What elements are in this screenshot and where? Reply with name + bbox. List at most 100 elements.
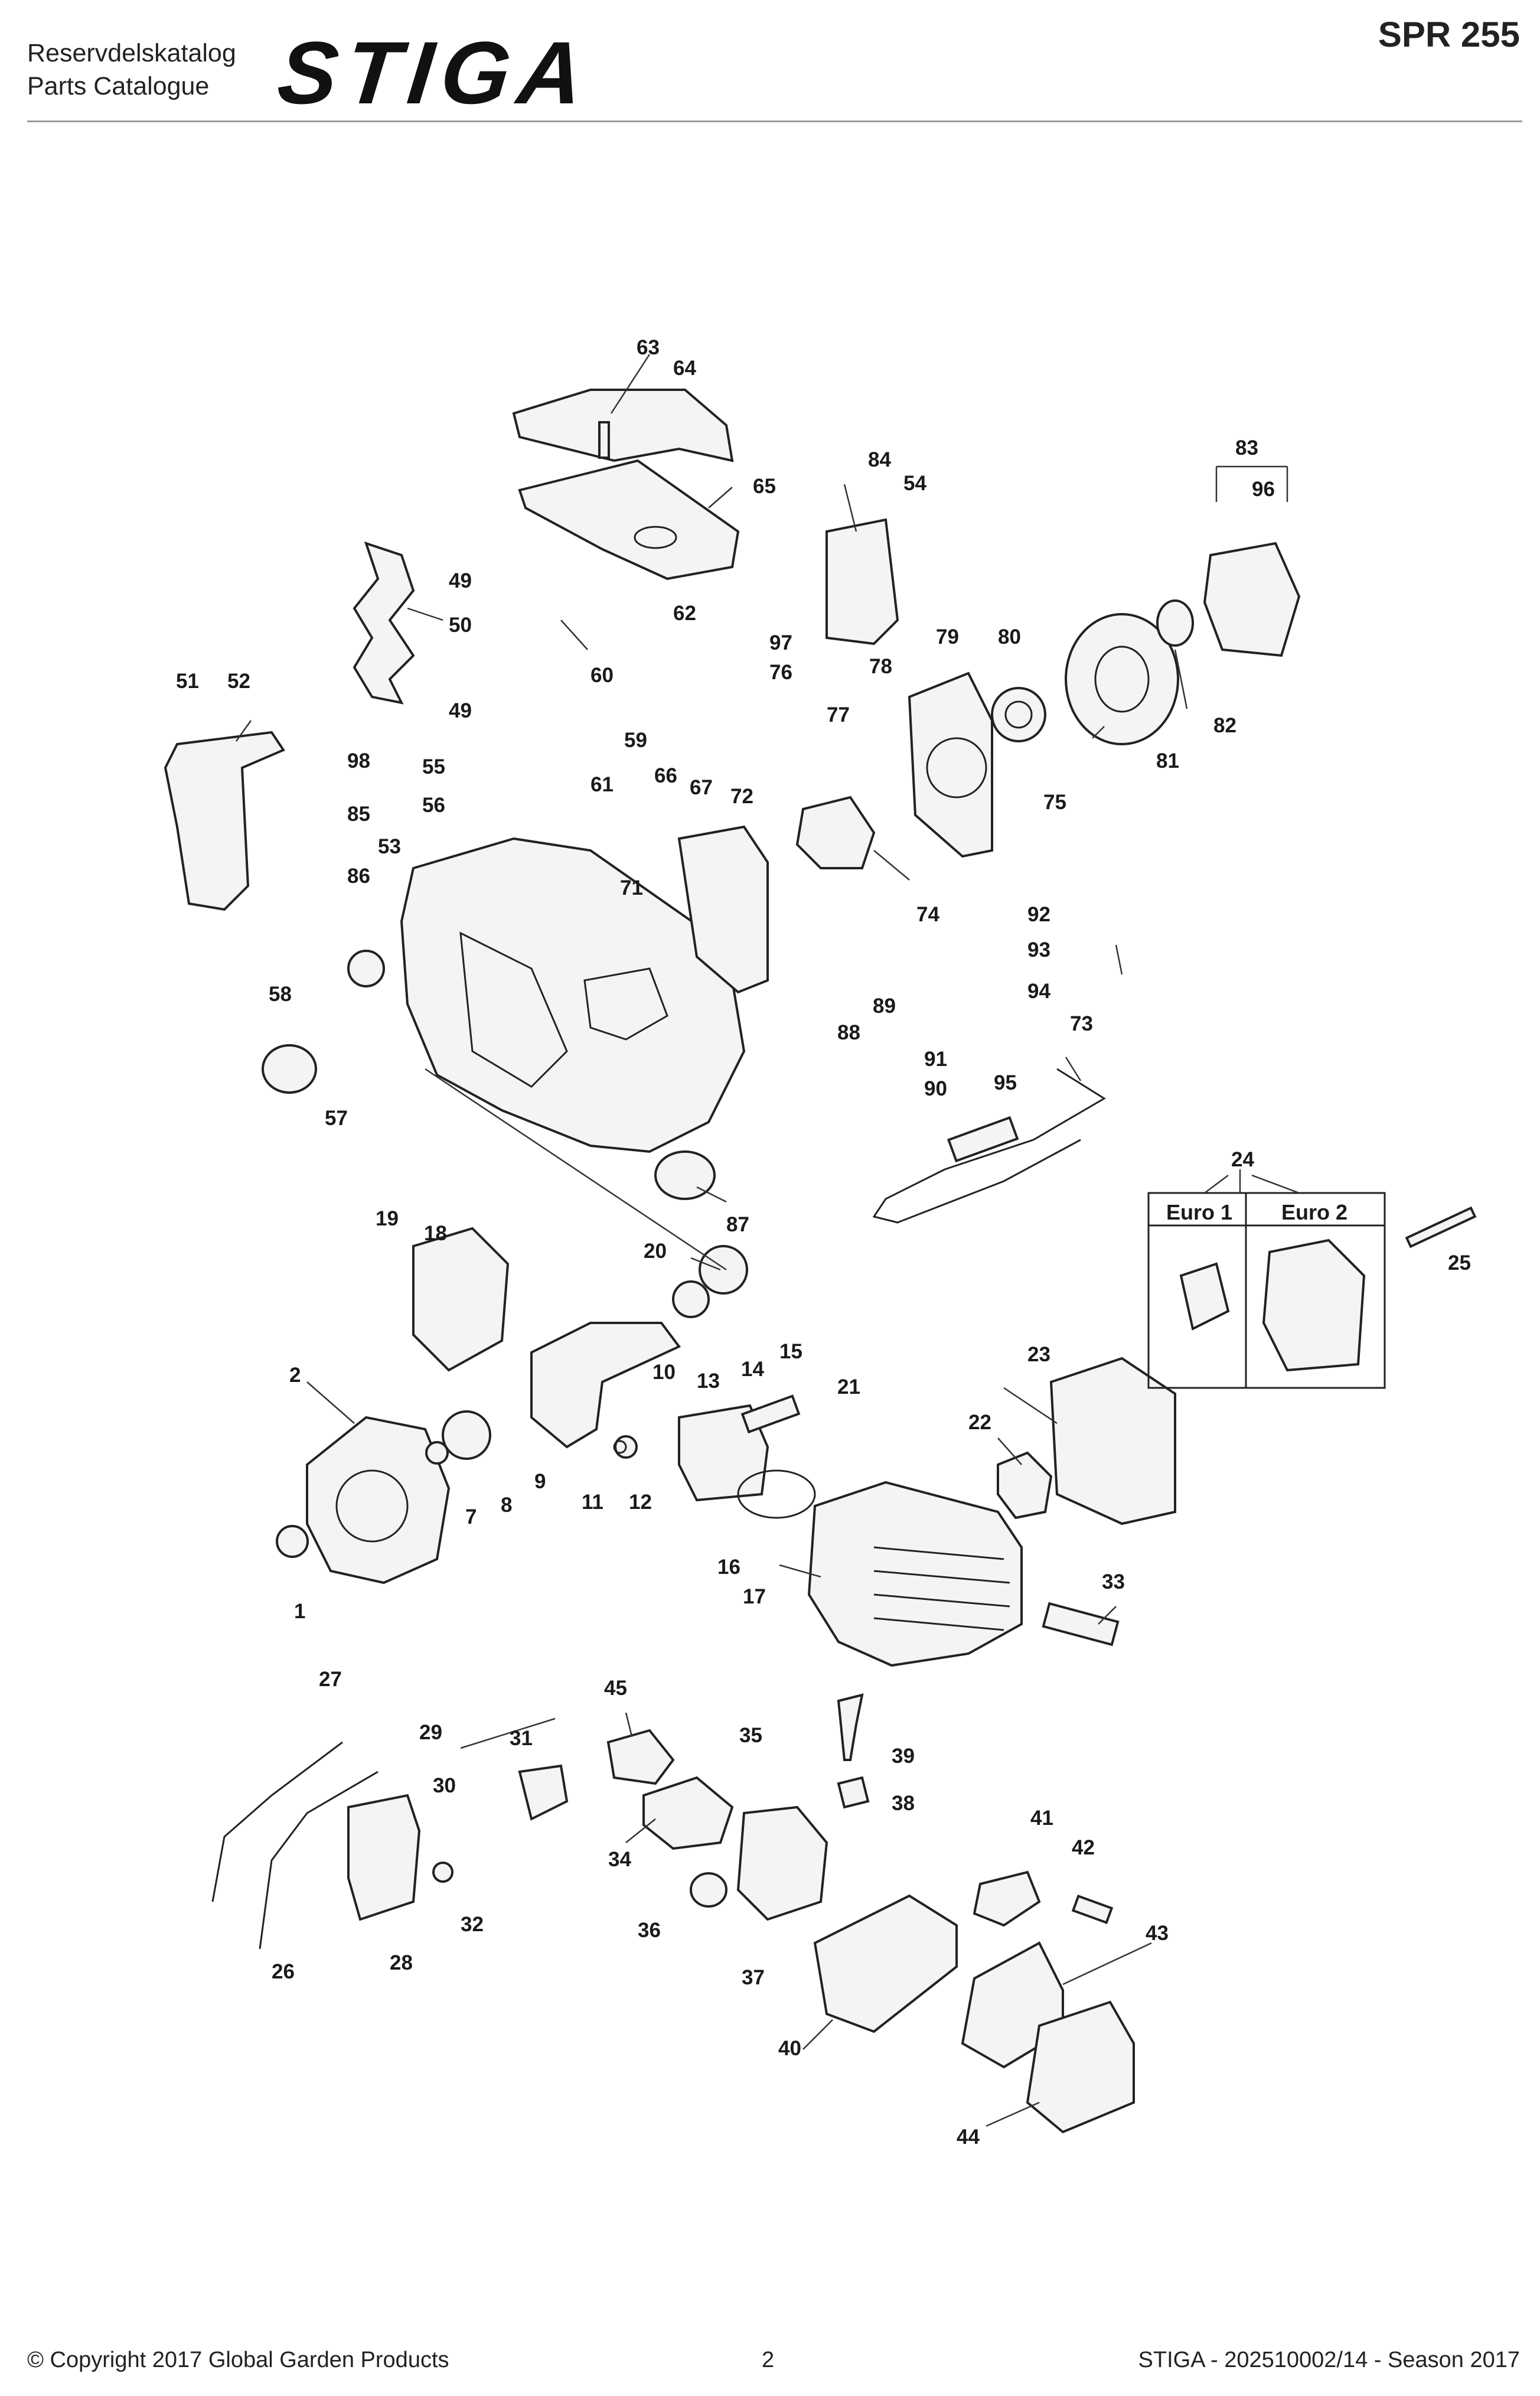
callout-17: 17 [743, 1585, 766, 1608]
callout-19: 19 [376, 1207, 399, 1230]
callout-96: 96 [1252, 478, 1275, 501]
callout-45: 45 [604, 1677, 627, 1700]
callout-33: 33 [1102, 1570, 1125, 1593]
callout-32: 32 [461, 1913, 484, 1936]
callout-36: 36 [638, 1919, 661, 1942]
callout-49b: 49 [449, 699, 472, 722]
callout-86: 86 [347, 865, 370, 888]
callout-57: 57 [325, 1107, 348, 1130]
sprocket-part [991, 687, 1046, 742]
rear-handle-part [164, 731, 285, 911]
callout-11: 11 [582, 1491, 603, 1514]
crankshaft-part [530, 1322, 681, 1449]
callout-66: 66 [654, 764, 677, 787]
callout-25: 25 [1448, 1251, 1471, 1274]
catalog-title: Reservdelskatalog Parts Catalogue [27, 37, 236, 103]
callout-56: 56 [422, 794, 445, 817]
callout-29: 29 [419, 1721, 442, 1744]
callout-15: 15 [779, 1340, 802, 1363]
callout-92: 92 [1027, 903, 1050, 926]
callout-94: 94 [1027, 980, 1050, 1003]
bumper-part [654, 1150, 716, 1200]
callout-22: 22 [968, 1411, 991, 1434]
piston-pin-part [740, 1394, 801, 1434]
callout-27: 27 [319, 1668, 342, 1691]
spark-plug-part [1042, 1602, 1120, 1647]
piston-ring-part [737, 1469, 816, 1519]
variant-box [1147, 1192, 1386, 1389]
callout-20: 20 [644, 1240, 667, 1263]
callout-54: 54 [903, 472, 926, 495]
callout-71: 71 [620, 876, 643, 899]
callout-16: 16 [717, 1556, 740, 1579]
variant-euro-1-label: Euro 1 [1166, 1200, 1232, 1224]
callout-43: 43 [1146, 1922, 1169, 1945]
callout-13: 13 [697, 1370, 720, 1393]
callout-34: 34 [608, 1848, 631, 1871]
gasket-22-part [997, 1451, 1053, 1520]
oil-pump-part [795, 796, 876, 869]
washer-part [1156, 599, 1194, 647]
callout-9: 9 [534, 1470, 546, 1493]
callout-7: 7 [465, 1505, 477, 1528]
callout-labels: 1 2 7 8 9 10 11 12 13 14 15 16 17 18 19 … [176, 336, 1471, 2149]
callout-14: 14 [741, 1358, 764, 1381]
callout-93: 93 [1027, 938, 1050, 961]
ignition-cable-part [211, 1741, 379, 1950]
callout-63: 63 [637, 336, 660, 359]
flywheel-part [306, 1416, 451, 1585]
callout-58: 58 [269, 983, 292, 1006]
side-plate-part [677, 825, 769, 994]
callout-83: 83 [1235, 436, 1258, 459]
bearing-8-part [442, 1410, 491, 1460]
callout-26: 26 [272, 1960, 295, 1983]
crankcase-part [400, 837, 746, 1153]
callout-91: 91 [924, 1048, 947, 1071]
callout-88: 88 [837, 1021, 860, 1044]
chain-brake-plate-part [908, 671, 993, 858]
intake-gasket-part [606, 1729, 675, 1785]
callout-51: 51 [176, 670, 199, 693]
variant-euro-2-label: Euro 2 [1281, 1200, 1348, 1224]
intake-manifold-part [642, 1776, 734, 1850]
callout-35: 35 [739, 1724, 762, 1747]
document-reference: STIGA - 202510002/14 - Season 2017 [1138, 2348, 1520, 2372]
callout-59: 59 [624, 729, 647, 752]
bolt-25-part [1405, 1206, 1477, 1248]
callout-39: 39 [892, 1745, 915, 1768]
choke-knob-part [837, 1693, 864, 1761]
callout-44: 44 [957, 2126, 980, 2149]
callout-78: 78 [869, 655, 892, 678]
callout-98: 98 [347, 749, 370, 772]
callout-53: 53 [378, 835, 401, 858]
oil-hose-part [872, 1068, 1106, 1224]
guide-plate-part [826, 518, 899, 646]
callout-40: 40 [778, 2037, 801, 2060]
callout-75: 75 [1043, 791, 1066, 814]
callout-74: 74 [916, 903, 939, 926]
callout-52: 52 [227, 670, 250, 693]
callout-50: 50 [449, 614, 472, 637]
callout-90: 90 [924, 1077, 947, 1100]
air-filter-base-part [813, 1894, 958, 2033]
callout-87: 87 [726, 1213, 749, 1236]
callout-72: 72 [730, 785, 753, 808]
callout-49a: 49 [449, 569, 472, 592]
air-filter-cover-part [1026, 2000, 1135, 2134]
callout-67: 67 [690, 776, 713, 799]
callout-24: 24 [1231, 1148, 1254, 1171]
bracket-41-part [973, 1870, 1041, 1927]
spark-plug-cap-part [518, 1764, 569, 1821]
catalog-title-swedish: Reservdelskatalog [27, 39, 236, 67]
callout-81: 81 [1156, 749, 1179, 772]
callout-55: 55 [422, 755, 445, 778]
callout-23: 23 [1027, 1343, 1050, 1366]
knob-part [262, 1044, 317, 1094]
muffler-part [1049, 1357, 1176, 1525]
header-divider [27, 120, 1522, 122]
callout-leader-lines [235, 354, 1300, 2127]
callout-12: 12 [629, 1491, 652, 1514]
piston-part [678, 1404, 769, 1502]
callout-95: 95 [994, 1071, 1017, 1094]
